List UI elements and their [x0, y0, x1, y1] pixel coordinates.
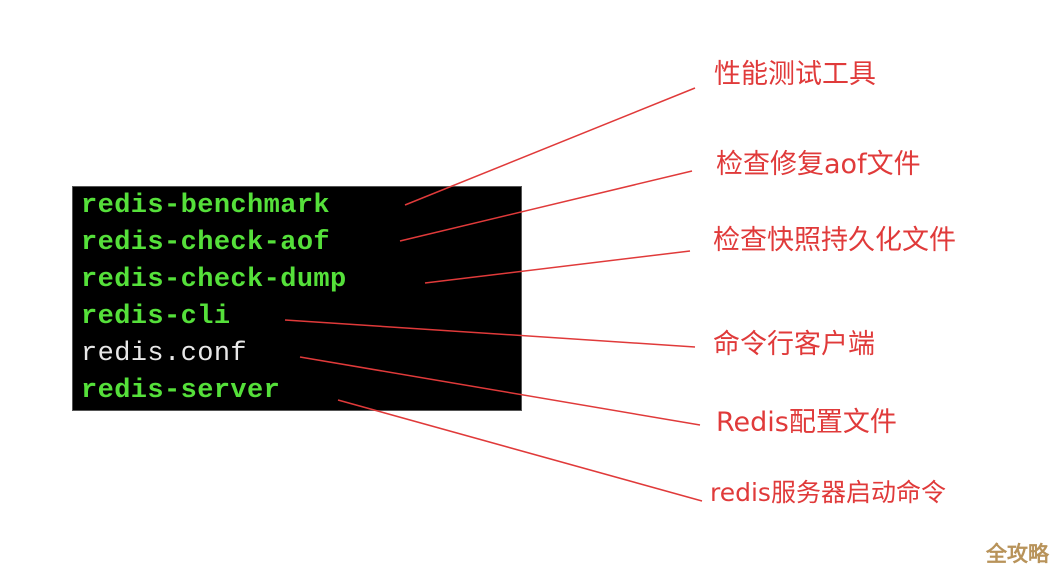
file-redis-check-aof: redis-check-aof	[81, 228, 331, 258]
annotation-conf: Redis配置文件	[716, 407, 897, 438]
connector-check-aof	[399, 170, 693, 242]
watermark: 全攻略	[986, 542, 1049, 566]
annotation-check-aof: 检查修复aof文件	[716, 149, 921, 180]
file-redis-server: redis-server	[81, 376, 281, 406]
file-redis-conf: redis.conf	[81, 339, 248, 369]
file-redis-check-dump: redis-check-dump	[81, 265, 347, 295]
annotation-benchmark: 性能测试工具	[714, 59, 876, 90]
terminal-listing: redis-benchmark redis-check-aof redis-ch…	[72, 186, 522, 411]
annotation-check-dump: 检查快照持久化文件	[713, 225, 956, 256]
connector-conf	[299, 356, 701, 426]
file-redis-cli: redis-cli	[81, 302, 231, 332]
annotation-server: redis服务器启动命令	[710, 478, 946, 507]
connector-cli	[284, 319, 696, 348]
annotation-cli: 命令行客户端	[713, 329, 875, 360]
connector-server	[337, 399, 703, 502]
file-redis-benchmark: redis-benchmark	[81, 191, 331, 221]
connector-benchmark	[404, 87, 696, 206]
connector-check-dump	[424, 250, 691, 284]
